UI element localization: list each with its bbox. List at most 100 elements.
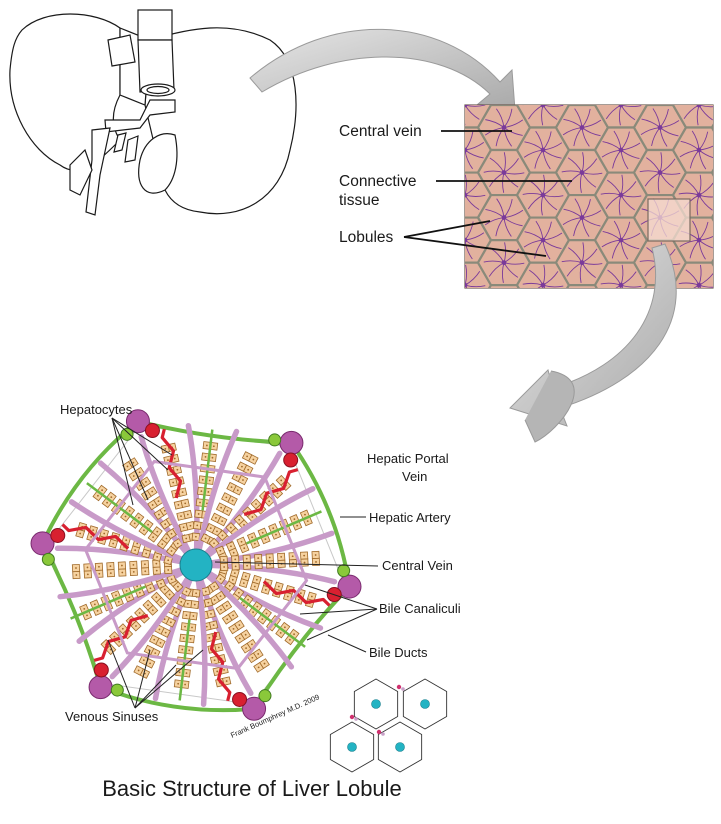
hepatic-portal-vein <box>125 409 150 434</box>
hepatocyte-nucleus <box>257 557 260 559</box>
tissue-sinusoid <box>502 353 504 373</box>
hepatocyte-nucleus <box>242 604 245 607</box>
tissue-sinusoid <box>426 332 428 352</box>
tissue-sinusoid <box>645 82 660 96</box>
hepatocyte-nucleus <box>185 537 188 540</box>
tissue-sinusoid <box>543 105 544 106</box>
mini-lobules-schematic <box>329 678 448 773</box>
hepatocyte-nucleus <box>184 625 186 628</box>
tissue-sinusoid <box>465 239 466 241</box>
hepatocyte-nucleus <box>184 502 187 505</box>
hepatocyte-nucleus <box>155 596 158 599</box>
tissue-sinusoid <box>408 389 426 397</box>
tissue-sinusoid <box>612 330 621 348</box>
hepatocyte-nucleus <box>207 601 210 604</box>
tissue-central-vein <box>424 260 429 265</box>
tissue-central-vein <box>502 350 507 355</box>
hepatocyte-nucleus <box>268 500 271 503</box>
hepatocyte-nucleus <box>75 574 78 576</box>
hepatocyte-nucleus <box>216 670 219 673</box>
venous-sinus <box>57 562 199 600</box>
tissue-central-vein <box>619 328 624 333</box>
tissue-sinusoid <box>411 353 426 367</box>
hepatocyte-nucleus <box>86 573 89 576</box>
hepatocyte-nucleus <box>196 524 199 527</box>
hepatocyte-nucleus <box>159 641 162 644</box>
tissue-sinusoid <box>575 289 582 308</box>
tissue-sinusoid <box>582 353 602 355</box>
tissue-central-vein <box>501 215 507 220</box>
hepatocyte-nucleus <box>92 529 95 532</box>
tissue-sinusoid <box>445 373 465 375</box>
tissue-central-vein <box>465 105 468 108</box>
hepatocyte-nucleus <box>177 585 179 588</box>
hepatocyte-nucleus <box>167 459 169 462</box>
tissue-central-vein <box>657 170 663 175</box>
tissue-sinusoid <box>660 353 680 355</box>
hepatocyte-nucleus <box>225 680 228 682</box>
tissue-sinusoid <box>426 199 434 218</box>
hepatocyte-nucleus <box>124 515 127 518</box>
mini-portal-triad <box>349 714 355 720</box>
hepatocyte-nucleus <box>296 524 299 527</box>
hepatocyte-nucleus <box>299 592 302 595</box>
hepatocyte-nucleus <box>243 523 245 526</box>
hepatocyte-nucleus <box>164 523 167 526</box>
tissue-sinusoid <box>679 373 699 375</box>
hepatocyte-nucleus <box>97 494 99 497</box>
hepatocyte-nucleus <box>180 515 182 518</box>
label-hepatic-artery: Hepatic Artery <box>369 510 451 525</box>
hepatocyte-nucleus <box>315 561 317 563</box>
hepatocyte-nucleus <box>241 465 243 468</box>
hepatocyte-nucleus <box>178 671 181 674</box>
tissue-sinusoid <box>504 353 518 368</box>
hepatocyte-nucleus <box>264 538 267 541</box>
tissue-sinusoid <box>681 321 699 330</box>
tissue-central-vein <box>424 215 429 220</box>
hepatocyte-nucleus <box>303 554 306 557</box>
hepatocyte-nucleus <box>272 527 275 530</box>
tissue-sinusoid <box>582 308 600 317</box>
tissue-lobule <box>673 353 721 398</box>
tissue-sinusoid <box>699 324 718 330</box>
tissue-sinusoid <box>699 375 712 391</box>
hepatocyte-nucleus <box>226 618 229 621</box>
hepatocyte-nucleus <box>156 555 159 558</box>
tissue-sinusoid <box>418 398 426 416</box>
tissue-sinusoid <box>490 338 504 353</box>
hepatocyte-nucleus <box>234 558 237 561</box>
tissue-sinusoid <box>426 82 441 96</box>
tissue-sinusoid <box>543 330 561 339</box>
tissue-sinusoid <box>407 308 426 315</box>
tissue-sinusoid <box>543 105 544 106</box>
tissue-sinusoid <box>407 218 426 226</box>
hepatocyte-nucleus <box>163 509 166 512</box>
hepatic-arteriole <box>243 468 299 516</box>
tissue-sinusoid <box>407 210 426 218</box>
tissue-sinusoid <box>426 300 445 307</box>
tissue-sinusoid <box>465 194 466 196</box>
hepatocyte-nucleus <box>206 502 208 505</box>
tissue-sinusoid <box>543 330 550 349</box>
tissue-sinusoid <box>426 210 445 218</box>
tissue-sinusoid <box>646 68 660 83</box>
hepatocyte-nucleus <box>145 552 148 555</box>
hepatocyte-nucleus <box>279 632 282 634</box>
tissue-central-vein <box>465 192 468 198</box>
tissue-sinusoid <box>446 330 465 337</box>
tissue-sinusoid <box>465 375 485 377</box>
bile-duct-node <box>120 427 134 441</box>
hepatocyte-nucleus <box>261 618 264 621</box>
tissue-sinusoid <box>419 289 426 308</box>
hepatocyte-nucleus <box>79 532 82 535</box>
tissue-lobule <box>478 330 530 375</box>
mini-portal-triad <box>376 729 382 735</box>
tissue-central-vein <box>541 328 546 333</box>
tissue-lobule <box>712 60 721 105</box>
hepatocyte-nucleus <box>293 633 295 636</box>
venous-sinus <box>193 562 254 697</box>
venous-sinus <box>68 499 199 568</box>
tissue-central-vein <box>501 260 507 266</box>
tissue-central-vein <box>424 305 429 310</box>
hepatocyte-nucleus <box>115 594 117 597</box>
